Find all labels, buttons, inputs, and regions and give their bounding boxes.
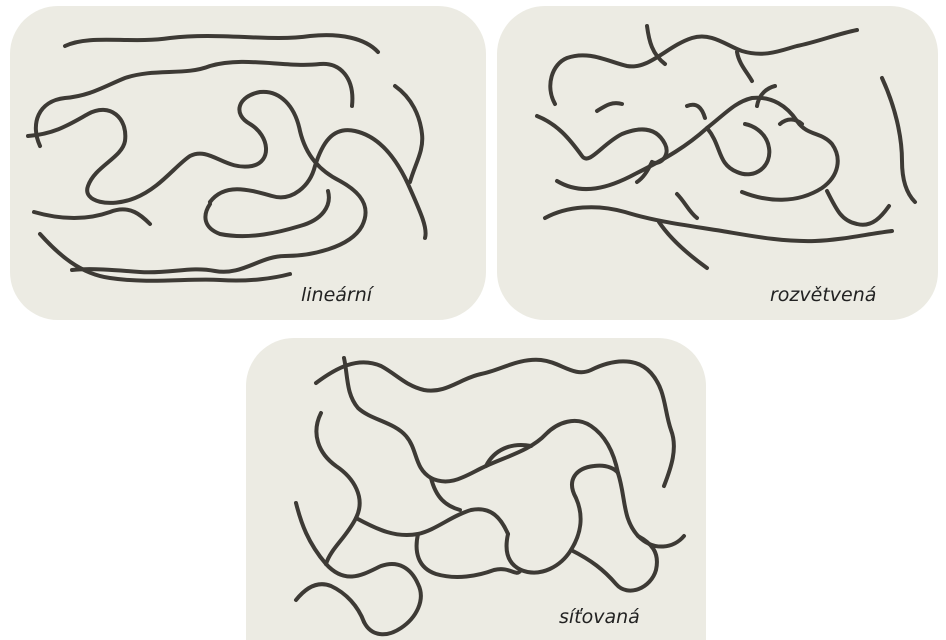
branched-polymer-panel: rozvětvená — [497, 6, 938, 320]
branched-branch-2 — [737, 52, 752, 81]
branched-branch-7 — [677, 194, 697, 218]
linear-polymer-label: lineární — [301, 284, 372, 306]
linear-polymer-chains — [10, 6, 486, 320]
crosslinked-chain-3 — [316, 413, 359, 564]
branched-main-chain-2 — [537, 116, 667, 163]
branched-branch-6 — [780, 120, 802, 125]
linear-chain-7 — [205, 191, 328, 236]
crosslinked-chain-7 — [507, 466, 618, 573]
linear-chain-5 — [40, 234, 290, 281]
branched-main-chain-6 — [707, 124, 769, 174]
branched-main-chain-1 — [550, 30, 857, 104]
crosslinked-chain-1 — [316, 360, 674, 486]
branched-branch-5 — [757, 86, 775, 106]
branched-polymer-chains — [497, 6, 938, 320]
branched-branch-4 — [687, 105, 705, 118]
crosslinked-chain-2 — [344, 358, 618, 481]
linear-chain-1 — [65, 35, 378, 52]
linear-chain-2 — [36, 62, 353, 146]
crosslinked-chain-4 — [356, 509, 508, 535]
branched-polymer-label: rozvětvená — [770, 284, 876, 306]
branched-branch-3 — [597, 103, 622, 111]
linear-chain-3 — [28, 92, 366, 272]
crosslinked-polymer-chains — [246, 338, 706, 640]
crosslinked-chain-10 — [296, 503, 421, 634]
linear-chain-4 — [34, 209, 150, 224]
crosslinked-polymer-label: síťovaná — [559, 606, 640, 628]
linear-polymer-panel: lineární — [10, 6, 486, 320]
crosslinked-polymer-panel: síťovaná — [246, 338, 706, 640]
crosslinked-chain-12 — [296, 584, 364, 622]
branched-main-chain-5 — [882, 78, 915, 202]
crosslinked-chain-8 — [618, 473, 684, 547]
crosslinked-chain-9 — [571, 536, 657, 591]
branched-main-chain-7 — [827, 191, 889, 225]
linear-chain-6 — [210, 130, 426, 238]
